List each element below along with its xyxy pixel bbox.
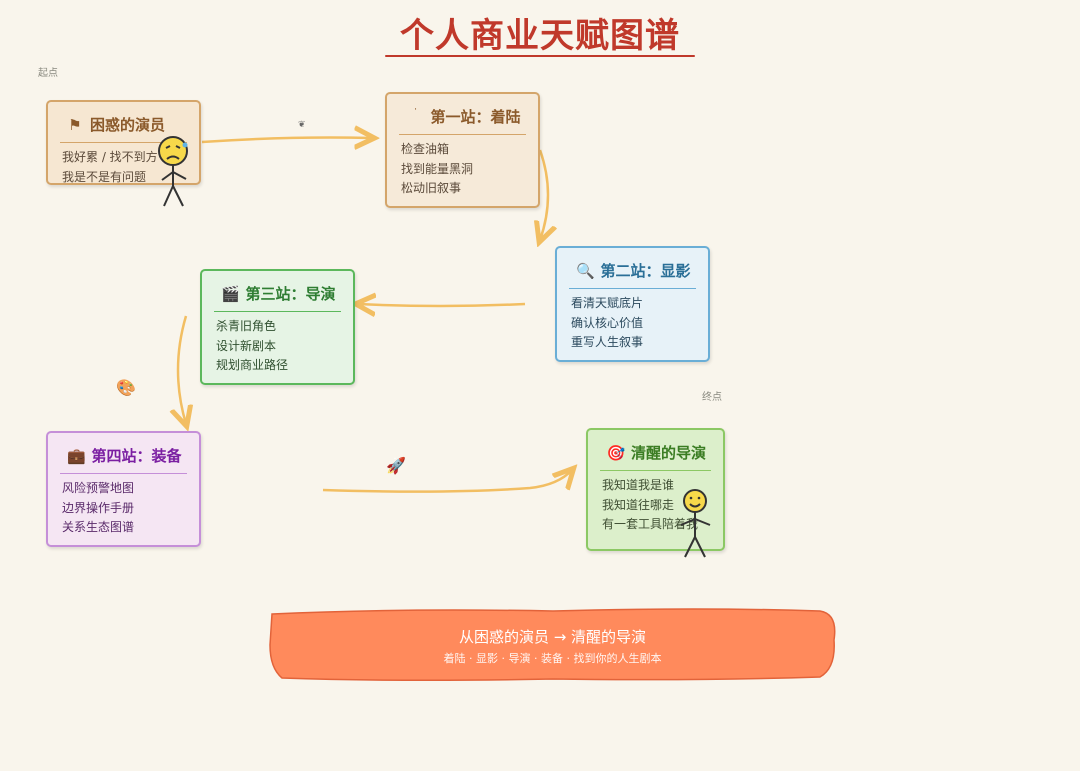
card-line: 规划商业路径 bbox=[216, 358, 289, 372]
card-confused-actor: ⚑ 困惑的演员 我好累 / 找不到方 我是不是有问题 bbox=[46, 100, 201, 185]
card-line: 风险预警地图 bbox=[62, 481, 135, 495]
page-title: 个人商业天赋图谱 bbox=[400, 16, 680, 56]
card-line: 我知道往哪走 bbox=[602, 497, 675, 512]
start-marker: 起点 bbox=[38, 68, 58, 79]
card-line: 检查油箱 bbox=[401, 142, 450, 156]
card-line: 看清天赋底片 bbox=[571, 296, 644, 310]
briefcase-icon: 💼 bbox=[67, 447, 86, 465]
card-line: 我是不是有问题 bbox=[62, 169, 147, 184]
card-stage4-equipment: 💼 第四站：装备 风险预警地图 边界操作手册 关系生态图谱 bbox=[46, 431, 201, 547]
title-underline bbox=[385, 55, 695, 57]
card-title: 第四站：装备 bbox=[91, 447, 182, 465]
flag-icon: ⚑ bbox=[68, 116, 82, 134]
arrow-stage1-to-stage2 bbox=[540, 149, 548, 240]
card-title: 第二站：显影 bbox=[600, 262, 691, 280]
card-line: 有一套工具陪着我 bbox=[602, 517, 699, 531]
card-line: 杀青旧角色 bbox=[216, 319, 277, 333]
card-line: 我知道我是谁 bbox=[602, 478, 675, 492]
sad-stick-figure bbox=[158, 136, 188, 207]
card-stage1-landing: · 第一站：着陆 检查油箱 找到能量黑洞 松动旧叙事 bbox=[385, 92, 540, 208]
card-title: 第一站：着陆 bbox=[430, 108, 521, 126]
card-clear-director: 🎯清醒的导演 我知道我是谁 我知道往哪走 有一套工具陪着我 bbox=[586, 428, 725, 551]
card-line: 设计新剧本 bbox=[216, 338, 277, 353]
card-line: 我好累 / 找不到方 bbox=[62, 150, 158, 164]
magnifier-icon: 🔍 bbox=[576, 262, 595, 280]
rocket-icon: 🚀 bbox=[386, 456, 406, 475]
arrow-start-to-stage1 bbox=[201, 138, 372, 143]
card-line: 重写人生叙事 bbox=[571, 335, 644, 349]
card-title: 清醒的导演 bbox=[630, 444, 706, 462]
banner-title: 从困惑的演员 → 清醒的导演 bbox=[458, 628, 647, 646]
card-line: 边界操作手册 bbox=[62, 500, 135, 515]
card-title: 困惑的演员 bbox=[90, 116, 166, 134]
happy-stick-figure bbox=[680, 489, 711, 558]
card-stage2-develop: 🔍 第二站：显影 看清天赋底片 确认核心价值 重写人生叙事 bbox=[555, 246, 710, 362]
card-stage3-director: 🎬 第三站：导演 杀青旧角色 设计新剧本 规划商业路径 bbox=[200, 269, 355, 385]
arrow-stage2-to-stage3 bbox=[358, 304, 526, 306]
card-line: 找到能量黑洞 bbox=[401, 161, 474, 176]
clapperboard-icon: 🎬 bbox=[221, 285, 240, 303]
banner-subtitle: 着陆 · 显影 · 导演 · 装备 · 找到你的人生剧本 bbox=[443, 652, 662, 665]
end-marker: 终点 bbox=[702, 392, 722, 403]
arrow-stage4-to-end bbox=[322, 470, 572, 493]
card-line: 确认核心价值 bbox=[571, 315, 644, 330]
palette-icon: 🎨 bbox=[116, 378, 136, 397]
dot-icon: · bbox=[414, 106, 417, 113]
card-line: 关系生态图谱 bbox=[62, 520, 135, 534]
sparkle-icon: ❦ bbox=[298, 120, 306, 130]
arrow-stage3-to-stage4 bbox=[178, 315, 186, 424]
card-line: 松动旧叙事 bbox=[401, 181, 462, 195]
target-icon: 🎯 bbox=[606, 444, 626, 462]
card-title: 第三站：导演 bbox=[245, 285, 336, 303]
